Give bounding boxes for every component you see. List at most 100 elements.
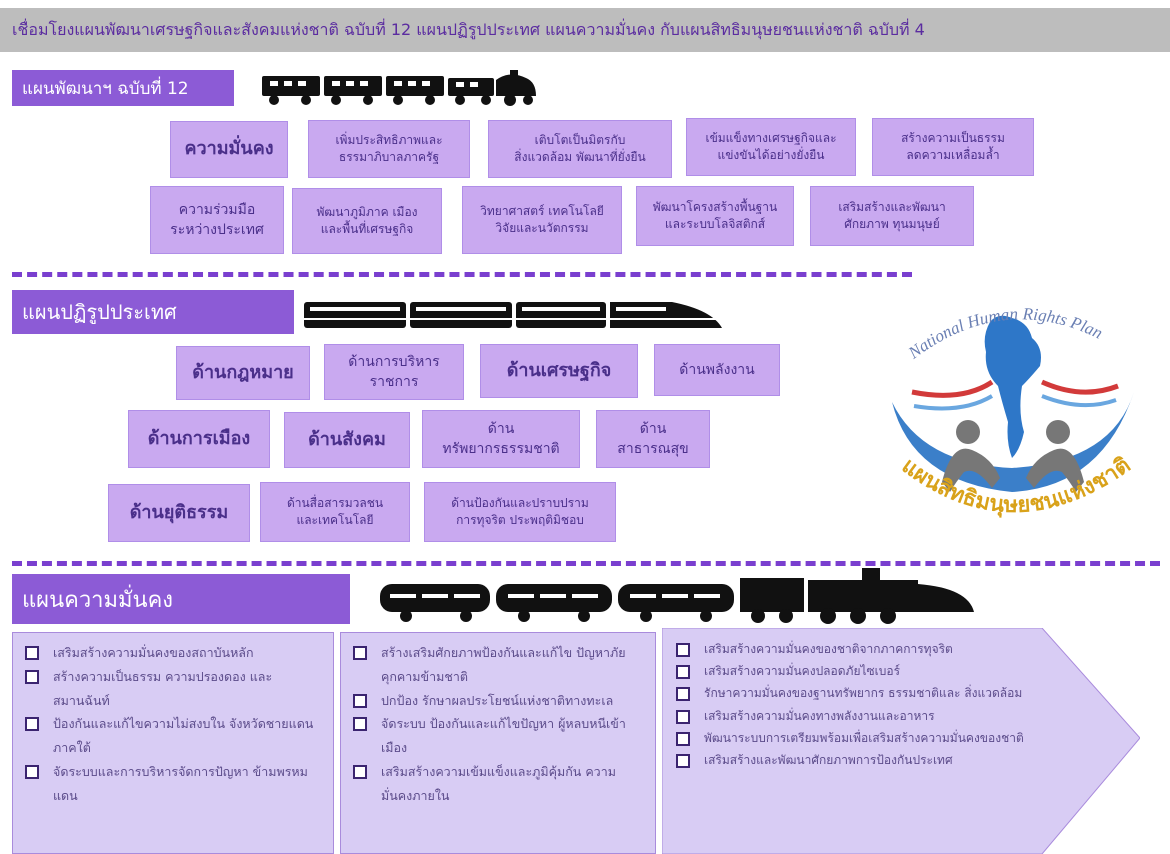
list-item-text: เสริมสร้างความมั่นคงทางพลังงานและอาหาร <box>704 708 935 723</box>
people-figures <box>942 420 1084 492</box>
box-line: วิจัยและนวัตกรรม <box>495 221 589 235</box>
list-item: สร้างความเป็นธรรม ความปรองดอง และสมานฉัน… <box>23 665 323 713</box>
list-item: สร้างเสริมศักยภาพป้องกันและแก้ไข ปัญหาภั… <box>351 641 645 689</box>
checkbox-icon <box>676 687 690 702</box>
list-item-text: เสริมสร้างและพัฒนาศักยภาพการป้องกันประเท… <box>704 752 953 767</box>
checkbox-icon <box>676 709 690 724</box>
box-line: และพื้นที่เศรษฐกิจ <box>320 222 414 236</box>
box-line: ด้านป้องกันและปราบปราม <box>451 495 589 510</box>
list-item: พัฒนาระบบการเตรียมพร้อมเพื่อเสริมสร้างคว… <box>674 727 1046 749</box>
box-line: พัฒนาภูมิภาค เมือง <box>316 204 418 219</box>
box-line: เข้มแข็งทางเศรษฐกิจและ <box>705 130 837 145</box>
box-line: ด้านยุติธรรม <box>129 501 229 523</box>
list-item-text: จัดระบบและการบริหารจัดการปัญหา ข้ามพรหมแ… <box>53 763 308 803</box>
dev-box-science: วิทยาศาสตร์ เทคโนโลยีวิจัยและนวัตกรรม <box>462 186 622 254</box>
list-item-text: ปกป้อง รักษาผลประโยชน์แห่งชาติทางทะเล <box>381 692 614 708</box>
box-line: สาธารณสุข <box>617 441 689 457</box>
checkbox-icon <box>353 717 367 732</box>
section-label-dev-plan: แผนพัฒนาฯ ฉบับที่ 12 <box>12 70 234 106</box>
list-item-text: รักษาความมั่นคงของฐานทรัพยากร ธรรมชาติแล… <box>704 686 1023 701</box>
list-item: เสริมสร้างความมั่นคงของสถาบันหลัก <box>23 641 323 665</box>
list-item-text: พัฒนาระบบการเตรียมพร้อมเพื่อเสริมสร้างคว… <box>704 730 1024 745</box>
list-item-text: จัดระบบ ป้องกันและแก้ไขปัญหา ผู้หลบหนีเข… <box>381 716 626 755</box>
section-label-security-plan: แผนความมั่นคง <box>12 574 350 624</box>
reform-box-mass-media: ด้านสื่อสารมวลชนและเทคโนโลยี <box>260 482 410 542</box>
map-shape <box>984 315 1041 458</box>
box-line: การทุจริต ประพฤติมิชอบ <box>456 513 584 527</box>
list-item-text: ป้องกันและแก้ไขความไม่สงบใน จังหวัดชายแด… <box>53 716 314 755</box>
box-line: เติบโตเป็นมิตรกับ <box>534 132 626 147</box>
list-item-text: เสริมสร้างความเข้มแข็งและภูมิคุ้มกัน ควา… <box>381 763 616 803</box>
list-item: เสริมสร้างและพัฒนาศักยภาพการป้องกันประเท… <box>674 749 1046 771</box>
box-line: ด้านพลังงาน <box>679 361 755 378</box>
checkbox-icon <box>676 643 690 657</box>
security-column-3: เสริมสร้างความมั่นคงของชาติจากภาคการทุจร… <box>670 634 1050 854</box>
list-item-text: เสริมสร้างความมั่นคงของชาติจากภาคการทุจร… <box>704 642 953 656</box>
box-line: ศักยภาพ ทุนมนุษย์ <box>844 217 940 231</box>
box-line: แข่งขันได้อย่างยั่งยืน <box>717 148 825 162</box>
box-line: ระหว่างประเทศ <box>170 222 264 238</box>
reform-box-economy: ด้านเศรษฐกิจ <box>480 344 638 398</box>
list-item-text: เสริมสร้างความมั่นคงของสถาบันหลัก <box>53 645 254 660</box>
box-line: ทรัพยากรธรรมชาติ <box>442 441 560 457</box>
security-column-1: เสริมสร้างความมั่นคงของสถาบันหลัก สร้างค… <box>12 632 334 854</box>
reform-box-law: ด้านกฎหมาย <box>176 346 310 400</box>
dev-box-intl-cooperation: ความร่วมมือระหว่างประเทศ <box>150 186 284 254</box>
box-line: ด้านการเมือง <box>147 427 251 449</box>
reform-box-anti-corruption: ด้านป้องกันและปราบปรามการทุจริต ประพฤติม… <box>424 482 616 542</box>
box-line: ด้านสื่อสารมวลชน <box>286 495 384 510</box>
box-line: วิทยาศาสตร์ เทคโนโลยี <box>480 203 604 218</box>
checkbox-icon <box>676 731 690 746</box>
box-line: ธรรมาภิบาลภาครัฐ <box>338 150 440 164</box>
reform-box-justice: ด้านยุติธรรม <box>108 484 250 542</box>
section-divider <box>12 561 1160 566</box>
list-item: เสริมสร้างความมั่นคงปลอดภัยไซเบอร์ <box>674 660 1046 682</box>
list-item: เสริมสร้างความมั่นคงทางพลังงานและอาหาร <box>674 705 1046 727</box>
reform-box-society: ด้านสังคม <box>284 412 410 468</box>
list-item-text: เสริมสร้างความมั่นคงปลอดภัยไซเบอร์ <box>704 664 901 679</box>
checkbox-icon <box>25 764 39 779</box>
box-line: ด้าน <box>487 420 515 437</box>
section-divider <box>12 272 912 277</box>
box-line: ความร่วมมือ <box>178 201 256 218</box>
box-line: ด้านสังคม <box>308 428 386 450</box>
checkbox-icon <box>353 693 367 708</box>
box-line: ด้าน <box>639 420 667 437</box>
box-line: ด้านเศรษฐกิจ <box>506 359 612 381</box>
train-icon <box>304 302 722 328</box>
dev-box-equity: สร้างความเป็นธรรมลดความเหลื่อมล้ำ <box>872 118 1034 176</box>
box-line: และเทคโนโลยี <box>296 513 374 527</box>
train-icon <box>262 70 536 106</box>
reform-box-public-health: ด้านสาธารณสุข <box>596 410 710 468</box>
dev-box-human-capital: เสริมสร้างและพัฒนาศักยภาพ ทุนมนุษย์ <box>810 186 974 246</box>
arrow-shape <box>662 628 1140 854</box>
box-line: เพิ่มประสิทธิภาพและ <box>335 132 443 147</box>
box-line: ลดความเหลื่อมล้ำ <box>906 148 1000 162</box>
checkbox-icon <box>25 646 39 660</box>
dev-box-governance: เพิ่มประสิทธิภาพและธรรมาภิบาลภาครัฐ <box>308 120 470 178</box>
dev-box-competitiveness: เข้มแข็งทางเศรษฐกิจและแข่งขันได้อย่างยั่… <box>686 118 856 176</box>
checkbox-icon <box>353 646 367 660</box>
box-line: สิ่งแวดล้อม พัฒนาที่ยั่งยืน <box>514 150 646 164</box>
list-item-text: สร้างเสริมศักยภาพป้องกันและแก้ไข ปัญหาภั… <box>381 645 626 684</box>
box-line: ราชการ <box>369 374 419 390</box>
list-item: ป้องกันและแก้ไขความไม่สงบใน จังหวัดชายแด… <box>23 712 323 760</box>
security-column-2: สร้างเสริมศักยภาพป้องกันและแก้ไข ปัญหาภั… <box>340 632 656 854</box>
reform-box-public-admin: ด้านการบริหารราชการ <box>324 344 464 400</box>
dev-box-regional: พัฒนาภูมิภาค เมืองและพื้นที่เศรษฐกิจ <box>292 188 442 254</box>
section-label-text: แผนพัฒนาฯ ฉบับที่ 12 <box>22 78 189 99</box>
list-item: รักษาความมั่นคงของฐานทรัพยากร ธรรมชาติแล… <box>674 682 1046 704</box>
list-item: จัดระบบและการบริหารจัดการปัญหา ข้ามพรหมแ… <box>23 760 323 808</box>
section-label-text: แผนปฏิรูปประเทศ <box>22 300 177 324</box>
box-line: และระบบโลจิสติกส์ <box>664 217 766 231</box>
train-icon <box>380 568 974 624</box>
checkbox-icon <box>676 753 690 768</box>
list-item-text: สร้างความเป็นธรรม ความปรองดอง และสมานฉัน… <box>53 668 273 708</box>
section-label-text: แผนความมั่นคง <box>22 587 174 613</box>
checkbox-icon <box>676 665 690 680</box>
dev-box-security: ความมั่นคง <box>170 121 288 178</box>
list-item: เสริมสร้างความมั่นคงของชาติจากภาคการทุจร… <box>674 638 1046 660</box>
section-label-reform-plan: แผนปฏิรูปประเทศ <box>12 290 294 334</box>
checkbox-icon <box>25 717 39 732</box>
reform-box-natural-resources: ด้านทรัพยากรธรรมชาติ <box>422 410 580 468</box>
